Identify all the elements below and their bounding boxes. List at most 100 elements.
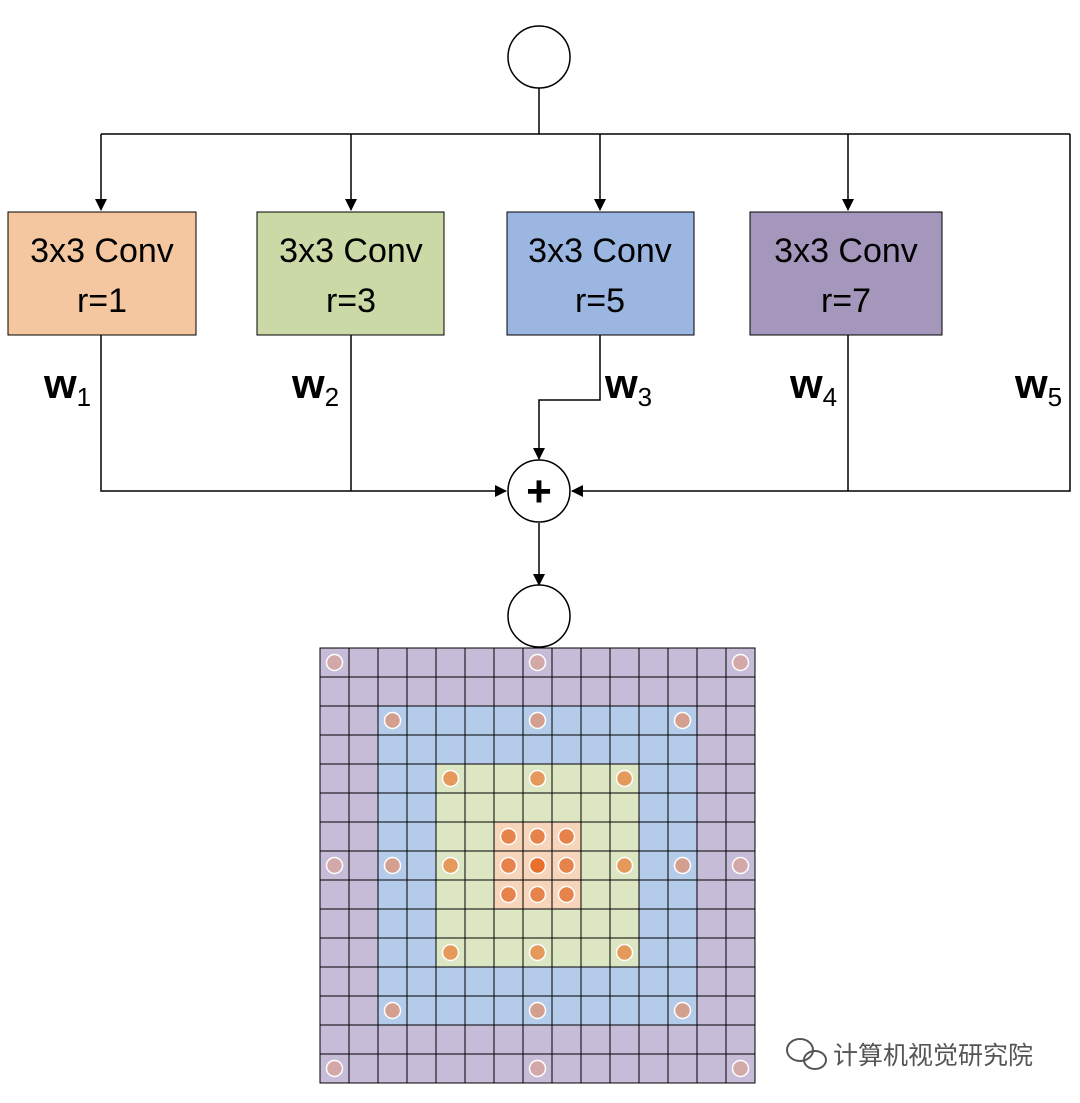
- grid-cell: [696, 850, 727, 881]
- sample-dot-r1: [557, 856, 576, 875]
- grid-cell: [580, 705, 611, 736]
- grid-cell: [667, 792, 698, 823]
- grid-cell: [609, 705, 640, 736]
- grid-cell: [580, 966, 611, 997]
- grid-cell: [406, 1053, 437, 1084]
- grid-cell: [348, 647, 379, 678]
- grid-cell: [667, 937, 698, 968]
- grid-cell: [435, 647, 466, 678]
- sample-dot-r3: [528, 769, 547, 788]
- watermark: 计算机视觉研究院: [786, 1038, 1033, 1070]
- grid-cell: [377, 966, 408, 997]
- grid-cell: [435, 995, 466, 1026]
- grid-cell: [638, 705, 669, 736]
- conv-box-r3: 3x3 Conv r=3: [256, 211, 445, 336]
- grid-cell: [319, 879, 350, 910]
- wechat-icon: [786, 1038, 827, 1070]
- grid-cell: [406, 908, 437, 939]
- grid-cell: [435, 879, 466, 910]
- conv-box-r1: 3x3 Conv r=1: [7, 211, 197, 336]
- grid-cell: [348, 908, 379, 939]
- sample-dot-r3: [528, 943, 547, 962]
- grid-cell: [725, 995, 756, 1026]
- sample-dot-r5: [673, 856, 692, 875]
- grid-cell: [522, 734, 553, 765]
- grid-cell: [725, 879, 756, 910]
- sample-dot-r1: [499, 856, 518, 875]
- grid-cell: [493, 966, 524, 997]
- grid-cell: [348, 676, 379, 707]
- grid-cell: [725, 763, 756, 794]
- sample-dot-r7: [325, 653, 344, 672]
- grid-cell: [580, 647, 611, 678]
- sum-symbol: +: [526, 467, 552, 516]
- grid-cell: [638, 821, 669, 852]
- grid-cell: [319, 763, 350, 794]
- grid-cell: [348, 792, 379, 823]
- grid-cell: [406, 821, 437, 852]
- conv-box-r3-rate: r=3: [326, 282, 376, 320]
- grid-cell: [696, 705, 727, 736]
- grid-cell: [464, 850, 495, 881]
- grid-cell: [493, 995, 524, 1026]
- grid-cell: [609, 676, 640, 707]
- grid-cell: [406, 676, 437, 707]
- grid-cell: [609, 821, 640, 852]
- grid-cell: [551, 966, 582, 997]
- grid-cell: [348, 1024, 379, 1055]
- grid-cell: [435, 821, 466, 852]
- grid-cell: [348, 734, 379, 765]
- sample-dot-r3: [615, 943, 634, 962]
- grid-cell: [580, 1053, 611, 1084]
- grid-cell: [609, 1024, 640, 1055]
- grid-cell: [522, 676, 553, 707]
- conv-box-r1-title: 3x3 Conv: [30, 232, 174, 270]
- grid-cell: [493, 908, 524, 939]
- grid-cell: [725, 966, 756, 997]
- grid-cell: [696, 763, 727, 794]
- grid-cell: [667, 647, 698, 678]
- grid-cell: [406, 995, 437, 1026]
- grid-cell: [638, 995, 669, 1026]
- grid-cell: [435, 1024, 466, 1055]
- grid-cell: [725, 1024, 756, 1055]
- weight-label-1: w1: [43, 360, 91, 412]
- conv-box-r1-rate: r=1: [77, 282, 127, 320]
- grid-cell: [377, 908, 408, 939]
- grid-cell: [609, 995, 640, 1026]
- grid-cell: [493, 705, 524, 736]
- grid-cell: [696, 821, 727, 852]
- grid-cell: [464, 792, 495, 823]
- grid-cell: [348, 821, 379, 852]
- grid-cell: [667, 879, 698, 910]
- grid-cell: [464, 995, 495, 1026]
- grid-cell: [638, 879, 669, 910]
- sample-dot-r1: [528, 827, 547, 846]
- grid-cell: [406, 792, 437, 823]
- grid-cell: [551, 763, 582, 794]
- grid-cell: [493, 763, 524, 794]
- sample-dot-r3: [615, 856, 634, 875]
- grid-cell: [435, 792, 466, 823]
- grid-cell: [377, 937, 408, 968]
- grid-cell: [435, 705, 466, 736]
- grid-cell: [377, 676, 408, 707]
- grid-cell: [696, 734, 727, 765]
- grid-cell: [609, 734, 640, 765]
- conv-box-r3-title: 3x3 Conv: [279, 232, 423, 270]
- grid-cell: [435, 676, 466, 707]
- grid-cell: [464, 1024, 495, 1055]
- grid-cell: [609, 966, 640, 997]
- conv-box-r5: 3x3 Conv r=5: [506, 211, 695, 336]
- sample-dot-r5: [383, 1001, 402, 1020]
- grid-cell: [464, 647, 495, 678]
- grid-cell: [667, 734, 698, 765]
- grid-cell: [319, 937, 350, 968]
- grid-cell: [319, 821, 350, 852]
- sample-dot-r5: [383, 711, 402, 730]
- grid-cell: [551, 676, 582, 707]
- sample-dot-r1: [499, 827, 518, 846]
- grid-cell: [551, 908, 582, 939]
- grid-cell: [638, 908, 669, 939]
- grid-cell: [725, 937, 756, 968]
